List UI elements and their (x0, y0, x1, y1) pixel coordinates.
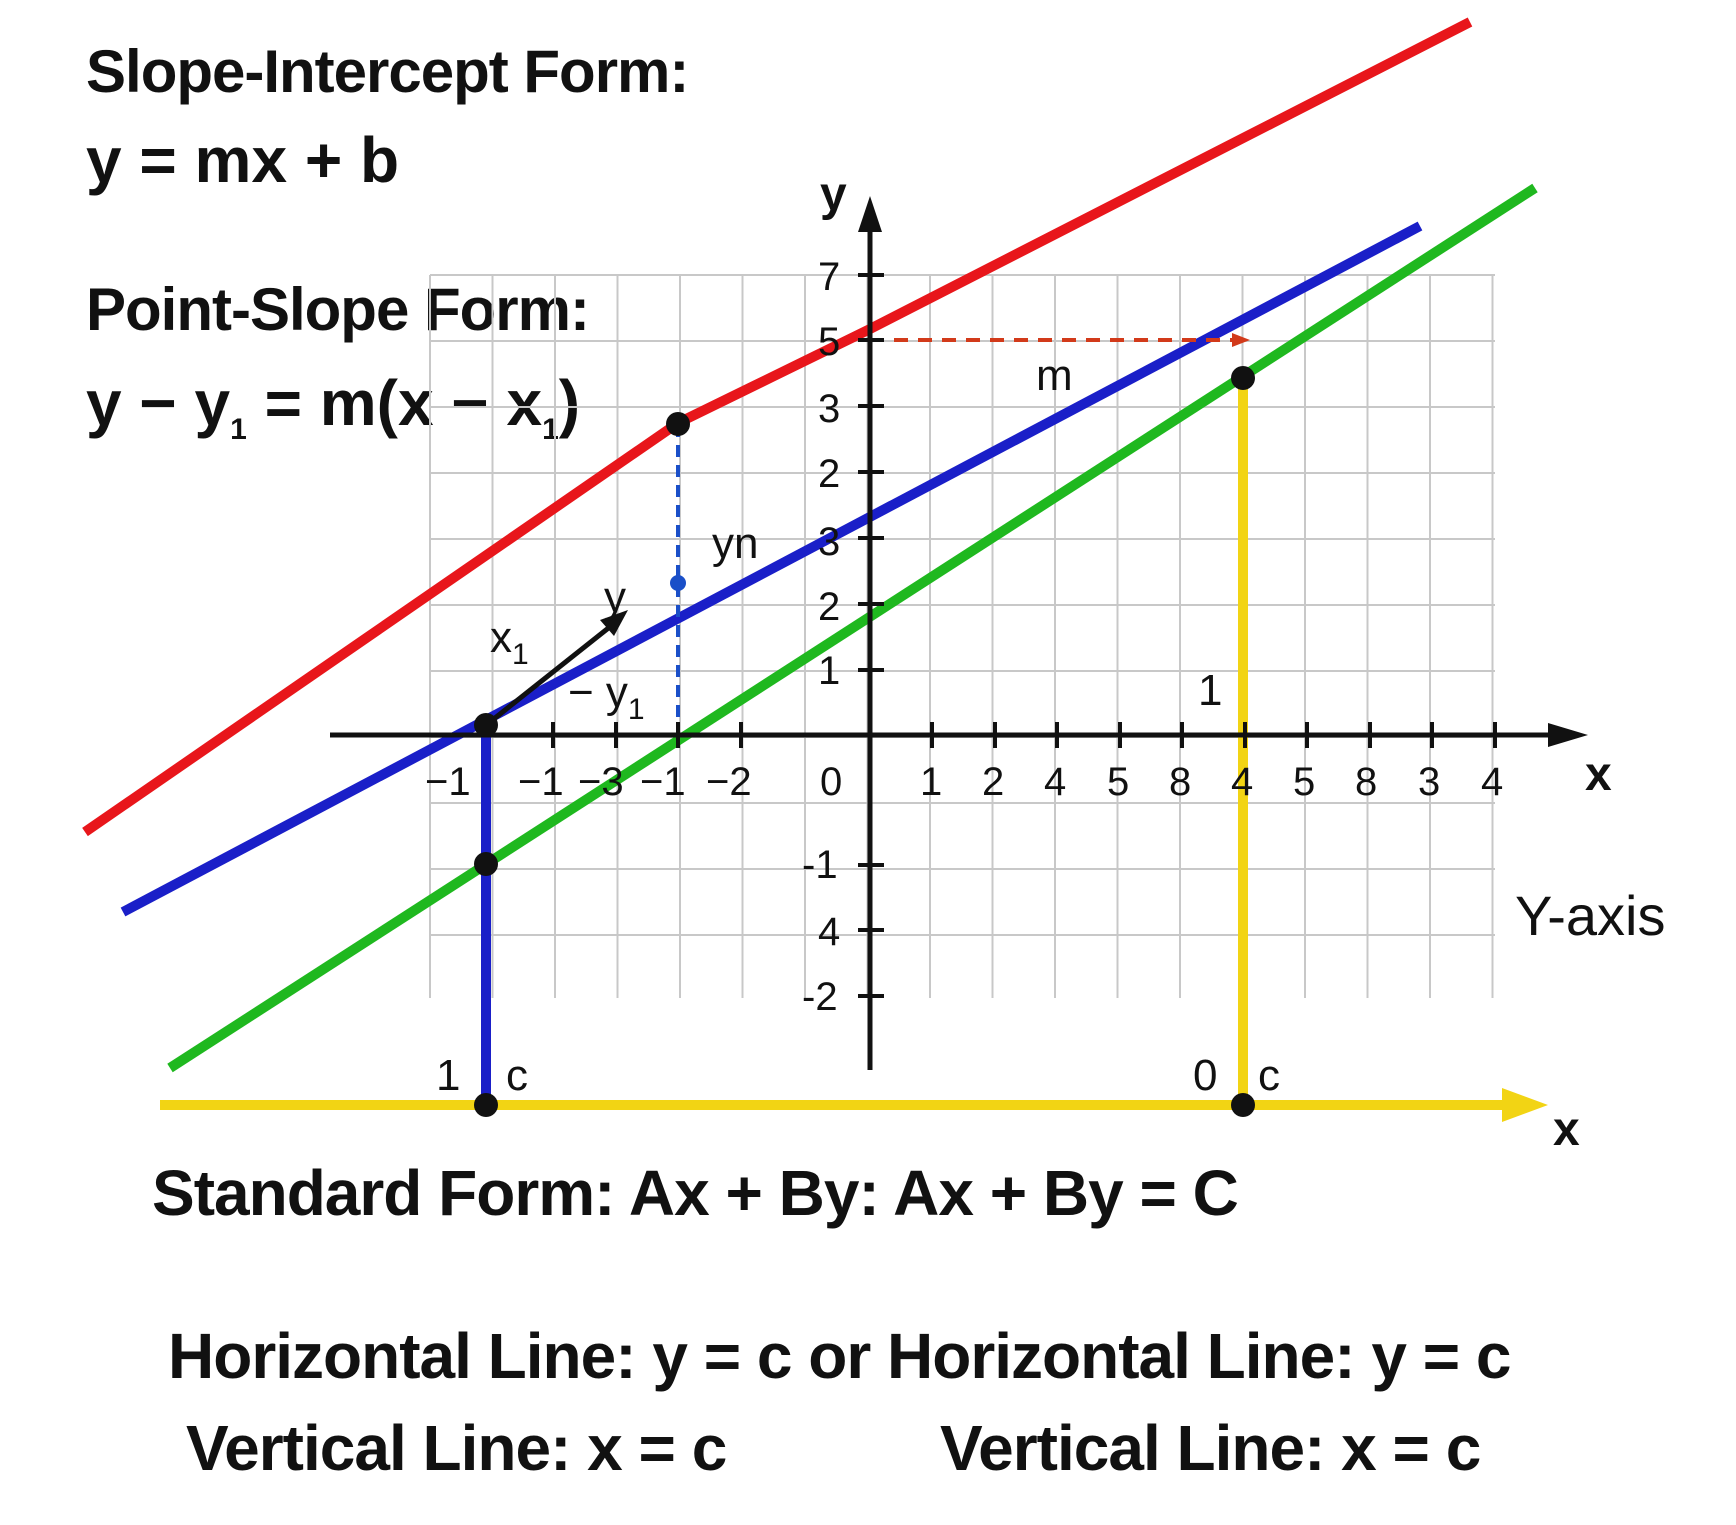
y-tick-label: -2 (802, 975, 838, 1019)
horizontal-line-text: Horizontal Line: y = c or Horizontal Lin… (168, 1320, 1510, 1392)
standard-form-text: Standard Form: Ax + By: Ax + By = C (152, 1157, 1238, 1229)
y-tick-label: 2 (818, 452, 840, 496)
point-red-vertex (666, 412, 690, 436)
point-slope-formula-part-b: = m(x − x (247, 367, 543, 439)
x-origin-label: 0 (820, 760, 842, 804)
point-green-intersect (474, 852, 498, 876)
green-line (167, 183, 1538, 1073)
x-tick-label: 4 (1481, 760, 1503, 804)
y-tick-label: -1 (802, 843, 838, 887)
y-tick-marks (858, 273, 884, 998)
x-axis-name: x (1585, 748, 1612, 801)
x-tick-label: 2 (982, 760, 1004, 804)
y-label: y (604, 573, 626, 622)
x-tick-label: −1 (518, 760, 564, 804)
slope-intercept-formula: y = mx + b (86, 124, 399, 196)
point-x1-y1 (474, 713, 498, 737)
x-tick-label: −1 (640, 760, 686, 804)
y-tick-label: 4 (818, 910, 840, 954)
minus-y1-sub: 1 (628, 693, 645, 726)
x-tick-marks (551, 722, 1497, 748)
left-c-label: c (506, 1051, 528, 1100)
x-tick-labels: −1 −1 −3 −1 −2 0 1 2 4 5 8 4 5 8 3 4 (425, 760, 1503, 804)
x-tick-label: 4 (1231, 760, 1253, 804)
right-c-label: c (1258, 1051, 1280, 1100)
x-tick-label: 5 (1107, 760, 1129, 804)
vertical-line-text-left: Vertical Line: x = c (186, 1412, 726, 1484)
x-axis-name-bottom: x (1553, 1103, 1580, 1156)
slope-m-label: m (1036, 351, 1073, 400)
point-right-c (1231, 1093, 1255, 1117)
left-c-number: 1 (436, 1051, 460, 1100)
y-tick-label: 3 (818, 520, 840, 564)
y-tick-label: 5 (818, 320, 840, 364)
point-slope-formula: y − y1 = m(x − x1) (86, 367, 580, 446)
point-slope-formula-sub2: 1 (542, 413, 559, 446)
y-tick-label: 3 (818, 387, 840, 431)
y-tick-label: 2 (818, 585, 840, 629)
y-tick-labels: 7 5 3 2 3 2 1 -1 4 -2 (802, 255, 840, 1019)
x1-label: x1 (490, 613, 529, 671)
x1-sub: 1 (512, 638, 529, 671)
y-tick-label: 7 (818, 255, 840, 299)
x-tick-label: 8 (1169, 760, 1191, 804)
x-tick-label: 4 (1044, 760, 1066, 804)
x-tick-label: 3 (1418, 760, 1440, 804)
vertical-line-text-right: Vertical Line: x = c (940, 1412, 1480, 1484)
x-axis-arrowhead (1548, 723, 1588, 747)
point-arrow (488, 620, 618, 724)
y-axis-name: y (820, 168, 847, 221)
grid (429, 274, 1495, 998)
point-slope-title: Point-Slope Form: (86, 276, 589, 343)
point-slope-formula-sub1: 1 (230, 413, 247, 446)
y-axis-caption: Y-axis (1515, 884, 1665, 947)
x-tick-label: −2 (706, 760, 752, 804)
slope-intercept-title: Slope-Intercept Form: (86, 38, 688, 105)
point-arrow-head (600, 610, 628, 636)
y-tick-label: 1 (818, 649, 840, 693)
x-tick-label: 5 (1293, 760, 1315, 804)
one-label-right: 1 (1198, 666, 1222, 715)
x-tick-label: 8 (1355, 760, 1377, 804)
blue-line (120, 221, 1423, 917)
red-line (82, 17, 1473, 837)
yn-label: yn (712, 519, 758, 568)
x-tick-label: −1 (425, 760, 471, 804)
point-slope-formula-part-c: ) (559, 367, 580, 439)
minus-y1-label: − y1 (568, 668, 645, 726)
point-yellow-top (1231, 366, 1255, 390)
x1-base: x (490, 613, 512, 662)
right-c-number: 0 (1193, 1051, 1217, 1100)
point-slope-formula-part-a: y − y (86, 367, 231, 439)
slope-run-arrowhead (1232, 333, 1250, 347)
x-tick-label: −3 (578, 760, 624, 804)
rise-midpoint (670, 575, 686, 591)
minus-y1-base: − y (568, 668, 628, 717)
point-left-c (474, 1093, 498, 1117)
yellow-arrowhead (1502, 1088, 1548, 1122)
x-tick-label: 1 (920, 760, 942, 804)
y-axis-arrowhead (858, 196, 882, 232)
